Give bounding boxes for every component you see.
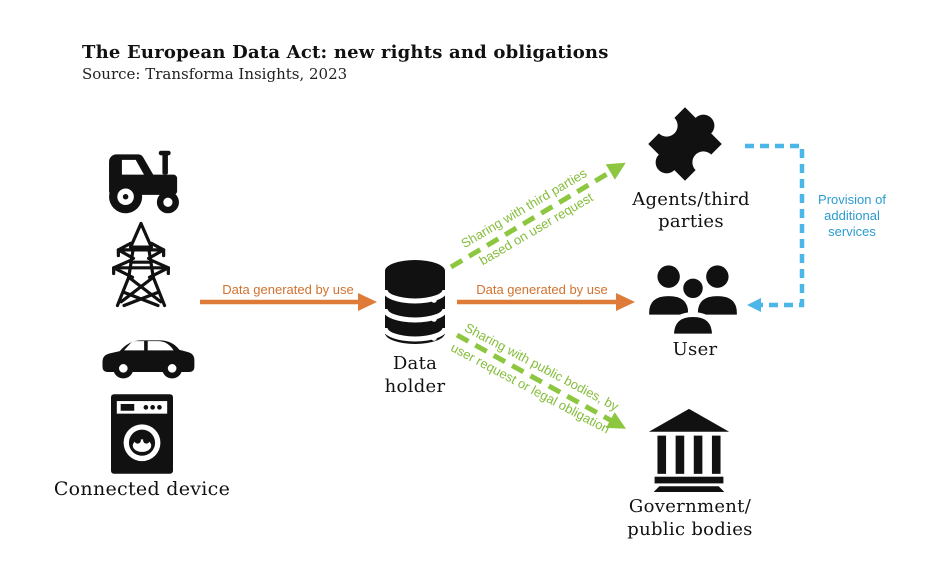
label-data-generated-right: Data generated by use xyxy=(476,282,608,297)
government-building-icon xyxy=(646,406,732,492)
users-group-icon xyxy=(646,262,740,338)
transmission-tower-icon xyxy=(108,220,174,310)
source-caption: Source: Transforma Insights, 2023 xyxy=(82,65,348,83)
puzzle-piece-icon xyxy=(634,94,736,194)
user-label: User xyxy=(672,339,718,360)
connected-device-label: Connected device xyxy=(53,478,231,500)
page-title: The European Data Act: new rights and ob… xyxy=(82,42,609,63)
label-data-generated-left: Data generated by use xyxy=(222,282,354,297)
car-icon xyxy=(96,326,198,382)
data-holder-label: Data holder xyxy=(384,353,446,397)
label-provision-services: Provision of additional services xyxy=(818,192,886,239)
washing-machine-icon xyxy=(111,394,173,474)
database-icon xyxy=(382,258,448,346)
agents-third-parties-label: Agents/third parties xyxy=(632,189,750,232)
government-label: Government/ public bodies xyxy=(627,496,753,540)
tractor-icon xyxy=(98,146,190,218)
